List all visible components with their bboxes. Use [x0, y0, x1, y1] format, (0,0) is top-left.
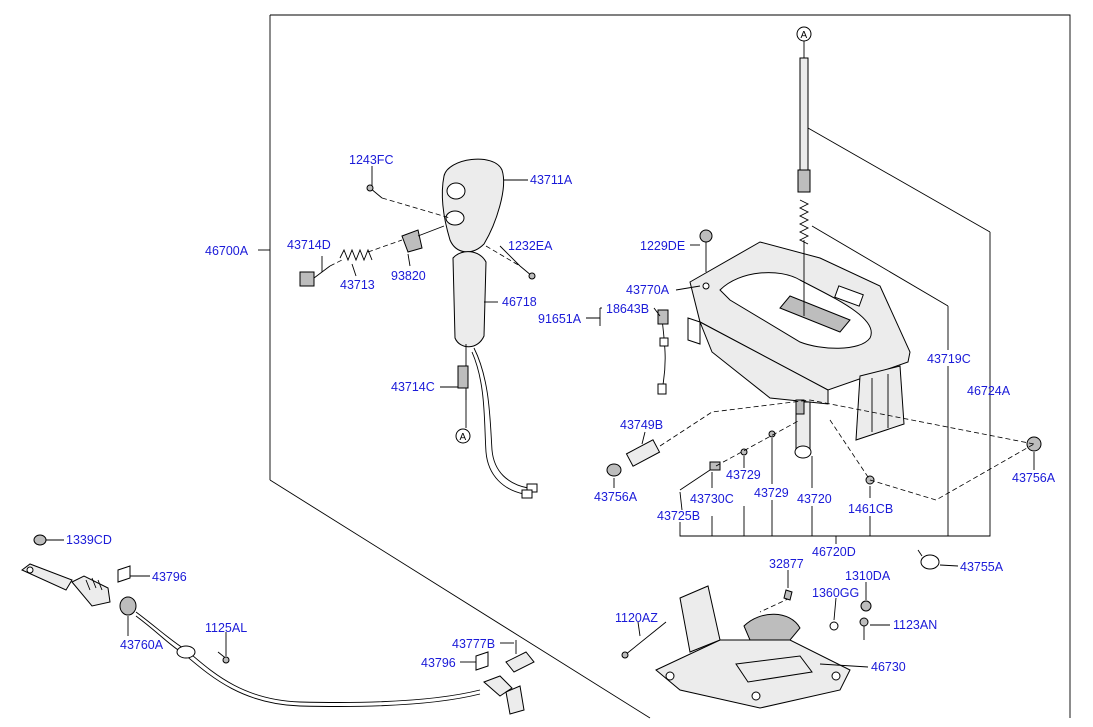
reference-marker-a-upper-text: A — [801, 30, 808, 41]
wire-harness — [473, 347, 529, 489]
clamp-43755a — [920, 554, 940, 570]
label-43720: 43720 — [797, 492, 832, 506]
label-18643b: 18643B — [606, 302, 649, 316]
label-43756a-left: 43756A — [594, 490, 638, 504]
label-1339cd: 1339CD — [66, 533, 112, 547]
label-43777b: 43777B — [452, 637, 495, 651]
cap-43756a-left — [606, 463, 622, 477]
label-1360gg: 1360GG — [812, 586, 859, 600]
shift-cable-assembly — [21, 534, 535, 715]
shift-knob-assembly: A — [299, 158, 538, 499]
label-43719c: 43719C — [927, 352, 971, 366]
shift-cable — [135, 611, 481, 703]
label-43756a-right: 43756A — [1012, 471, 1056, 485]
label-1232ea: 1232EA — [508, 239, 553, 253]
label-46724a: 46724A — [967, 384, 1011, 398]
label-43729-b: 43729 — [754, 486, 789, 500]
spring-rod — [798, 199, 810, 245]
label-46730: 46730 — [871, 660, 906, 674]
push-button — [401, 229, 423, 253]
label-43749b: 43749B — [620, 418, 663, 432]
label-91651a: 91651A — [538, 312, 582, 326]
label-1461cb: 1461CB — [848, 502, 893, 516]
label-46718: 46718 — [502, 295, 537, 309]
label-43725b: 43725B — [657, 509, 700, 523]
label-43796-top: 43796 — [152, 570, 187, 584]
label-43729-a: 43729 — [726, 468, 761, 482]
spring-43713 — [339, 248, 373, 262]
label-1310da: 1310DA — [845, 569, 891, 583]
label-1123an: 1123AN — [893, 618, 937, 632]
label-43755a: 43755A — [960, 560, 1004, 574]
label-32877: 32877 — [769, 557, 804, 571]
shift-knob — [441, 158, 505, 253]
label-43770a: 43770A — [626, 283, 670, 297]
label-46700a: 46700A — [205, 244, 249, 258]
clip-43714c — [457, 365, 469, 389]
shift-base-assembly: A — [606, 26, 1042, 570]
label-1120az: 1120AZ — [615, 611, 658, 625]
label-46720d: 46720D — [812, 545, 856, 559]
reference-marker-a-lower-text: A — [460, 432, 467, 443]
bushing-43749b — [625, 439, 661, 467]
bolt-1229de — [699, 229, 713, 243]
reference-marker-a-lower — [455, 428, 471, 444]
lever-bracket-46730 — [621, 585, 872, 709]
label-43713: 43713 — [340, 278, 375, 292]
label-1229de: 1229DE — [640, 239, 685, 253]
shift-boot — [452, 251, 487, 348]
part-labels: 1243FC 43711A 46700A 43714D 43713 93820 … — [66, 153, 1056, 674]
label-43760a: 43760A — [120, 638, 164, 652]
leader-lines — [46, 166, 1035, 668]
label-1243fc: 1243FC — [349, 153, 393, 167]
cap-43756a-right — [1026, 436, 1042, 452]
label-43714c: 43714C — [391, 380, 435, 394]
label-43730c: 43730C — [690, 492, 734, 506]
assembly-frame — [258, 14, 1071, 719]
lever-rod — [799, 57, 809, 171]
label-93820: 93820 — [391, 269, 426, 283]
label-1125al: 1125AL — [205, 621, 247, 635]
mount-bracket — [855, 365, 905, 441]
label-43711a: 43711A — [530, 173, 573, 187]
label-43714d: 43714D — [287, 238, 331, 252]
label-43796-bottom: 43796 — [421, 656, 456, 670]
bolt-43714d — [299, 271, 315, 287]
